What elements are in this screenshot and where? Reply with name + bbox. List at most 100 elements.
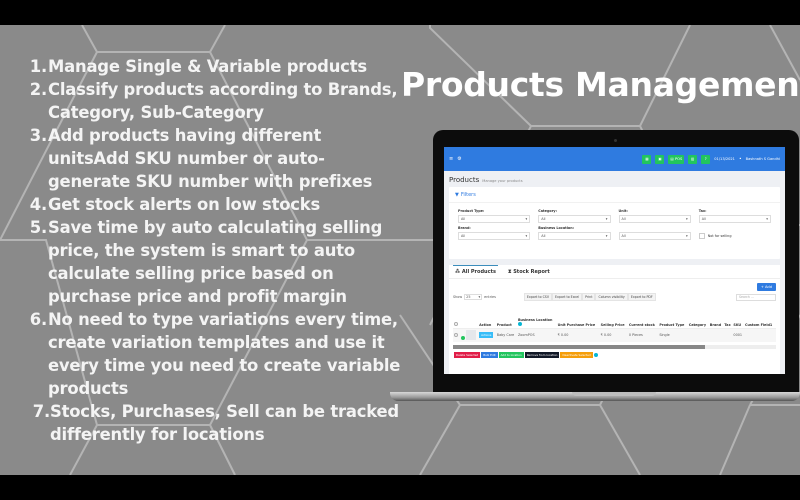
select-value: All [461,234,466,238]
header-action: Action [478,306,496,329]
row-select-cell[interactable] [453,328,460,342]
feature-text: Classify products according to Brands, C… [48,80,398,122]
delete-selected-button[interactable]: Delete Selected [454,352,481,358]
header-custom-field1[interactable]: Custom Field1 [743,306,776,329]
filter-brand: Brand: All ▾ [458,226,531,240]
pos-button[interactable]: ▤ POS [668,154,685,164]
header-unit-purchase-price[interactable]: Unit Purchase Price [556,306,600,329]
select-value: All [541,234,546,238]
feature-item: 1. Manage Single & Variable products [26,55,406,78]
header-product-type[interactable]: Product Type [658,306,688,329]
filters-card: ▼ Filters Product Type: All▾ Category: A… [449,187,780,259]
not-for-selling-checkbox[interactable] [698,232,705,239]
laptop-lid: ≡ ⚙ ▦ ▣ ▤ POS ▥ ? 01/13/2021 • Bashnath … [433,130,799,392]
export-excel-button[interactable]: Export to Excel [552,293,583,301]
not-for-selling-toggle[interactable]: Not for selling [698,231,771,240]
info-icon[interactable] [517,321,522,326]
user-menu[interactable]: Bashnath S Gandhi [745,157,780,161]
help-button[interactable]: ? [701,154,711,164]
brand-select[interactable]: All ▾ [458,232,531,240]
header-tax[interactable]: Tax [723,306,733,329]
extra-select[interactable]: All▾ [618,232,691,240]
header-brand[interactable]: Brand [708,306,724,329]
header-product[interactable]: Product [495,306,517,329]
feature-item: 2. Classify products according to Brands… [26,78,406,124]
save-button[interactable]: ▣ [655,154,665,164]
chevron-down-icon: ▾ [605,234,608,238]
bulk-edit-button[interactable]: Bulk Edit [481,352,498,358]
filter-label: Brand: [458,226,471,230]
expand-icon[interactable] [460,335,465,340]
table-toolbar: Show 25▾ entries Export to CSV Export to… [453,293,776,301]
info-icon[interactable] [593,353,598,357]
add-to-location-button[interactable]: Add to location [498,352,524,358]
filter-category: Category: All▾ [538,209,611,223]
product-thumbnail [465,329,476,340]
unit-select[interactable]: All▾ [618,215,691,223]
header-business-location[interactable]: Business Location [516,306,557,329]
select-all-header[interactable] [453,306,460,329]
cell-product: Baby Care [495,328,517,342]
tax-select[interactable]: All▾ [698,215,771,223]
calculator-button[interactable]: ▦ [642,154,652,164]
filter-unit: Unit: All▾ [618,209,691,223]
search-input[interactable]: Search ... [736,293,776,301]
horizontal-scrollbar[interactable] [453,345,776,349]
product-type-select[interactable]: All▾ [458,215,531,223]
filter-tax: Tax: All▾ [698,209,771,223]
show-label: Show [453,295,463,299]
settings-icon[interactable]: ⚙ [457,156,462,162]
money-button[interactable]: ▥ [688,154,698,164]
image-header [459,306,479,329]
row-checkbox[interactable] [454,332,458,337]
scrollbar-thumb[interactable] [453,345,705,349]
add-product-button[interactable]: + Add [756,283,776,291]
tab-stock-report[interactable]: ⧗ Stock Report [506,265,552,279]
feature-number: 4. [29,195,47,214]
header-selling-price[interactable]: Selling Price [599,306,628,329]
cell-stock: 0 Pieces [627,328,659,342]
header-category[interactable]: Category [687,306,709,329]
table-header-row: Action Product Business Location Unit Pu… [453,306,776,329]
feature-text: Save time by auto calculating selling pr… [48,218,383,306]
feature-text: No need to type variations every time, c… [48,310,401,398]
select-all-checkbox[interactable] [454,321,458,326]
select-value: All [621,234,626,238]
deactivate-selected-button[interactable]: Deactivate Selected [560,352,593,358]
export-pdf-button[interactable]: Export to PDF [627,293,656,301]
chevron-down-icon: ▾ [525,234,528,238]
chevron-down-icon: ▾ [478,295,481,299]
filters-toggle[interactable]: ▼ Filters [449,192,780,203]
header-sku[interactable]: SKU [732,306,744,329]
row-action-cell: Actions [478,328,496,342]
products-table: Action Product Business Location Unit Pu… [453,306,776,342]
export-csv-button[interactable]: Export to CSV [523,293,553,301]
cell-category [687,328,709,342]
actions-dropdown-button[interactable]: Actions [479,332,494,339]
select-value: All [461,217,466,221]
cell-brand [708,328,724,342]
menu-toggle-icon[interactable]: ≡ [449,156,454,162]
checkbox-label: Not for selling [707,233,732,238]
feature-number: 5. [29,218,47,237]
current-date: 01/13/2021 [714,157,735,161]
header-current-stock[interactable]: Current stock [627,306,659,329]
print-button[interactable]: Print [582,293,596,301]
column-visibility-button[interactable]: Column visibility [595,293,628,301]
filter-label: Tax: [698,209,707,213]
tab-all-products[interactable]: ⁂ All Products [453,264,498,279]
row-image-cell [459,328,479,342]
entries-select[interactable]: 25▾ [464,294,483,300]
chevron-down-icon: ▾ [686,217,688,221]
bell-icon[interactable]: • [738,156,742,162]
filter-label: Business Location: [538,226,575,230]
feature-item: 4. Get stock alerts on low stocks [26,193,406,216]
feature-item: 7. Stocks, Purchases, Sell can be tracke… [26,400,406,446]
filter-business-location: Business Location: All ▾ [538,226,611,240]
feature-list: 1. Manage Single & Variable products 2. … [26,55,406,446]
cell-selling-price: ₹ 0.00 [599,328,628,342]
page-header: Products Manage your products [444,171,785,187]
remove-from-location-button[interactable]: Remove from location [524,352,560,358]
category-select[interactable]: All▾ [538,215,611,223]
business-location-select[interactable]: All ▾ [538,232,611,240]
